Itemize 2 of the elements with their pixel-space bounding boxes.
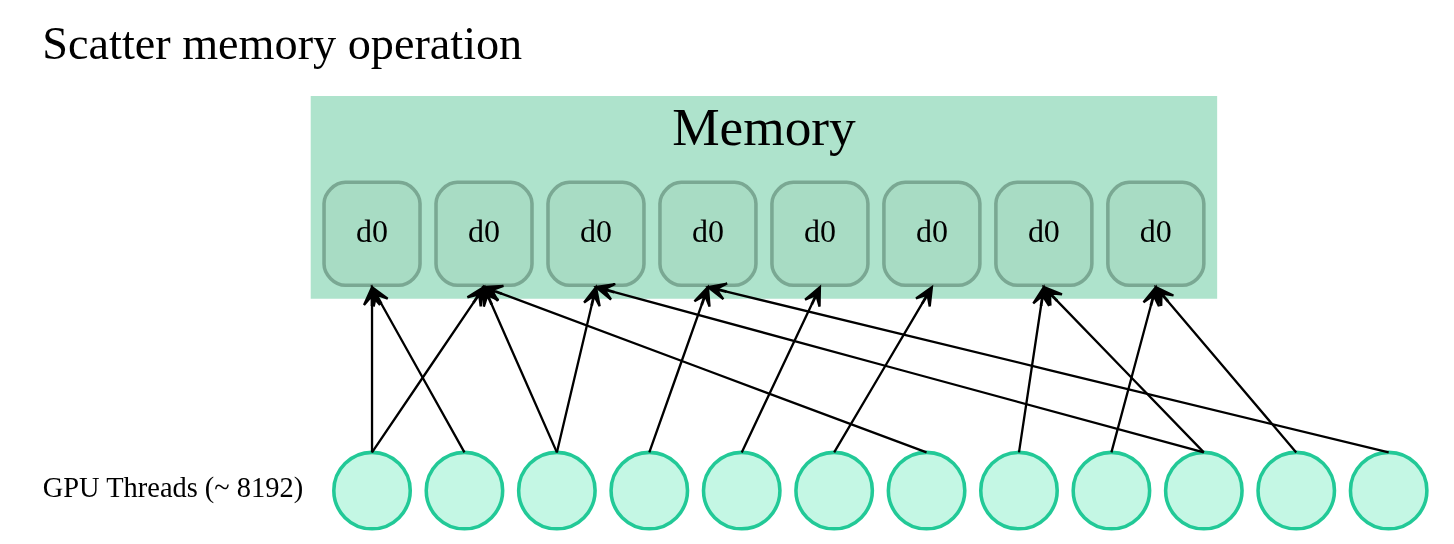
label: GPU Threads (~ 8192): [42, 472, 303, 504]
diagram-title: Scatter memory operation: [41, 18, 522, 70]
